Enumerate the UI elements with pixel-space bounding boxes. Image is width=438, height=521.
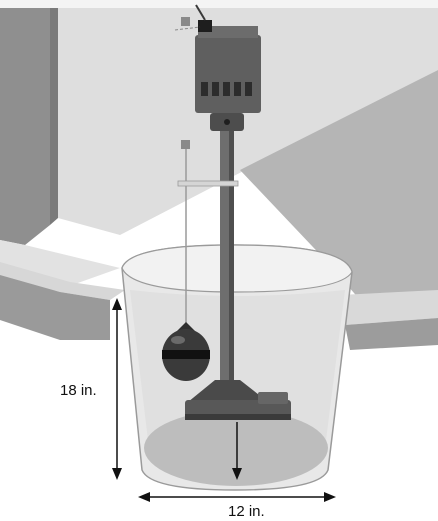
dimension-markers [112,298,336,502]
pump-outlet [258,392,288,404]
motor-vents [201,82,252,96]
float-switch [162,17,210,381]
float-highlight [171,336,185,344]
motor-bolt [224,119,230,125]
pump-base-flare [188,380,268,402]
float-stop [181,140,190,149]
depth-arrow-up-icon [112,298,122,310]
float-stop-top [181,17,190,26]
basin-floor [144,410,328,486]
left-wall-top [50,0,58,225]
sump-basin [121,244,353,491]
back-wall [58,0,438,235]
floor-right-front [345,318,438,350]
cord-dash [174,26,201,31]
floor-right [340,290,438,325]
right-wall [240,70,438,300]
motor-housing [195,35,261,113]
float-arm [177,180,239,187]
basin-rim [121,244,353,293]
pump-shaft-shade [229,128,234,390]
switch-box [198,20,212,32]
float-band [162,350,210,359]
width-arrow-left-icon [138,492,150,502]
width-arrow-right-icon [324,492,336,502]
depth-label: 18 in. [60,382,97,399]
power-cord [195,4,206,21]
back-wall-ledge [0,0,438,8]
left-wall [0,0,50,245]
pump-base-shadow [185,414,291,420]
pump [174,4,291,420]
motor-top [198,26,258,38]
room [0,0,438,350]
floor-ledge-front [0,275,110,340]
width-label: 12 in. [228,503,265,520]
depth-arrow-down-icon [112,468,122,480]
floor-ledge-top [0,262,125,300]
drain-arrow-down-icon [232,468,242,480]
